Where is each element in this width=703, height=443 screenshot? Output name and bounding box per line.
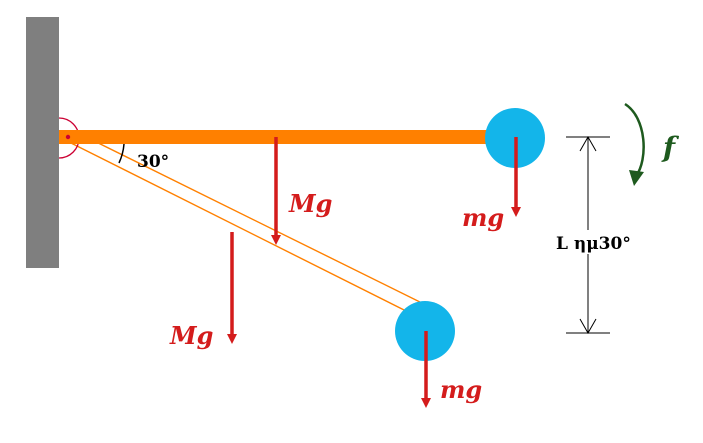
wall xyxy=(26,17,59,268)
rotation-label: f xyxy=(661,131,680,164)
height-dimension xyxy=(566,135,610,335)
rod-weight-label-horizontal: Mg xyxy=(288,189,332,218)
pivot-point xyxy=(65,134,71,140)
mass-weight-label-inclined: mg xyxy=(440,375,482,404)
mass-weight-label-horizontal: mg xyxy=(462,203,504,232)
rotation-arrowhead xyxy=(629,170,644,186)
horizontal-rod xyxy=(59,130,519,144)
rotation-arrow-icon xyxy=(624,102,645,177)
angle-arc xyxy=(118,143,125,164)
height-label: L ημ30° xyxy=(556,234,631,254)
inclined-rod xyxy=(64,130,429,319)
rod-weight-label-inclined: Mg xyxy=(169,321,213,350)
angle-label: 30° xyxy=(137,152,169,172)
